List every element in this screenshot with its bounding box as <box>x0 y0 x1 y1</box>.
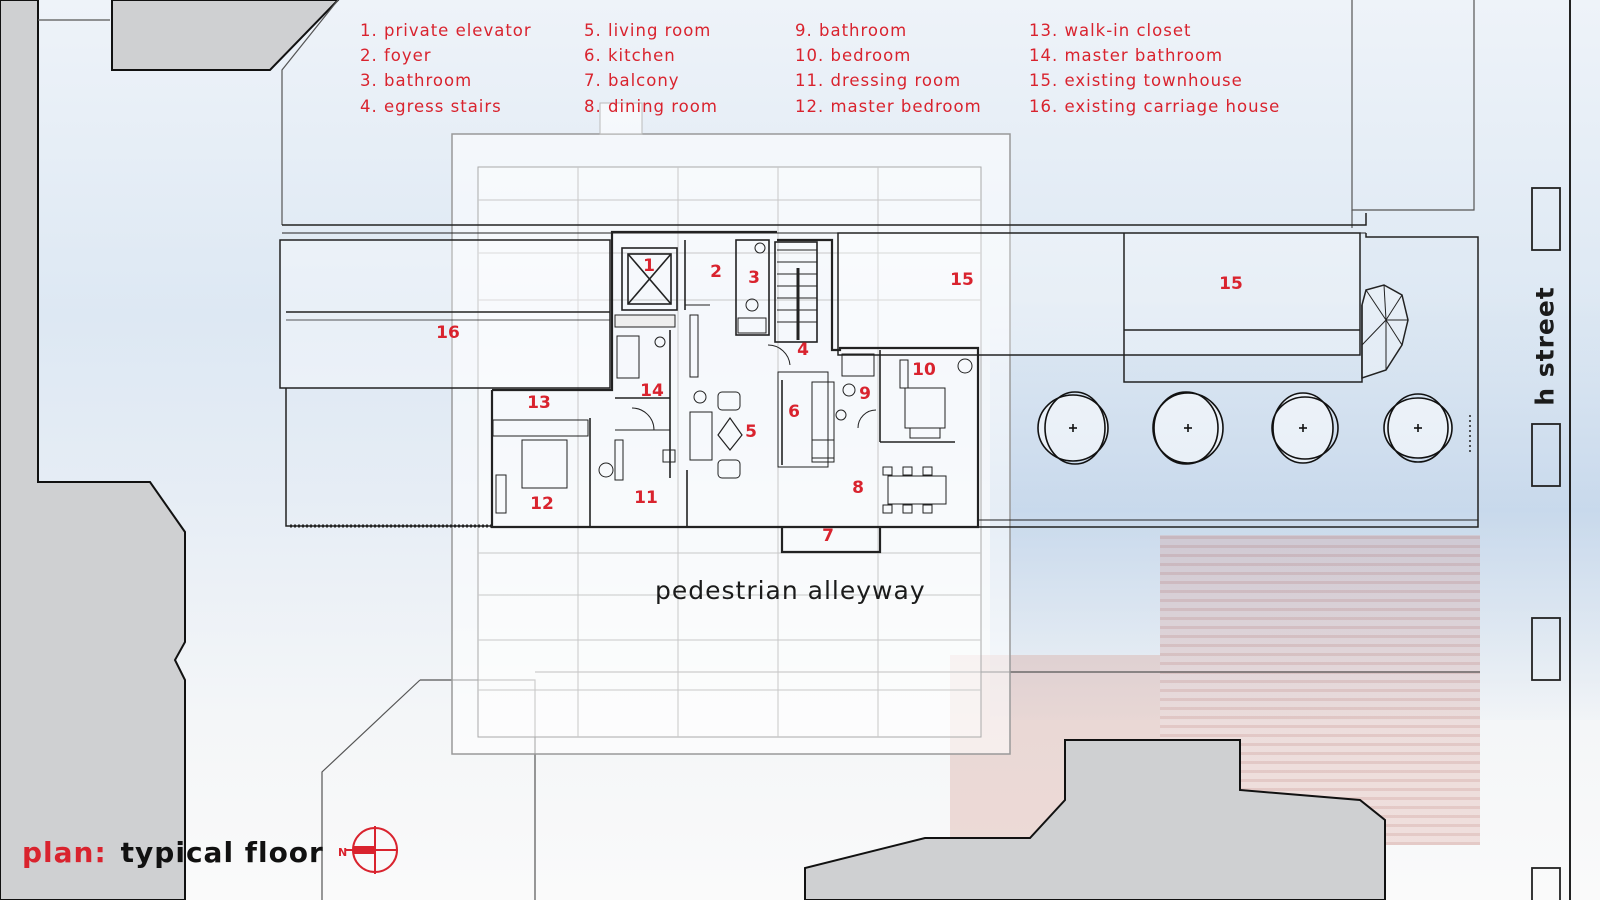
neighbor-building-left <box>0 0 186 900</box>
room-number-16: 16 <box>436 323 460 343</box>
apartment-plan <box>490 230 980 554</box>
room-number-14: 14 <box>640 381 664 401</box>
legend-column-1: 1. private elevator 2. foyer 3. bathroom… <box>360 18 532 119</box>
plan-title-value: typical floor <box>120 836 324 869</box>
legend-item: 3. bathroom <box>360 71 473 91</box>
legend-item: 15. existing townhouse <box>1029 71 1243 91</box>
plan-title-label: plan: <box>22 836 107 869</box>
legend-item: 6. kitchen <box>584 46 676 66</box>
room-number-10: 10 <box>912 360 936 380</box>
legend-item: 14. master bathroom <box>1029 46 1224 66</box>
legend-item: 16. existing carriage house <box>1029 96 1281 116</box>
svg-text:N: N <box>338 846 347 859</box>
tree-icon <box>1383 393 1453 463</box>
legend-item: 13. walk-in closet <box>1029 21 1192 40</box>
room-number-3: 3 <box>748 268 760 288</box>
legend-column-3: 9. bathroom 10. bedroom 11. dressing roo… <box>795 18 982 119</box>
legend-item: 11. dressing room <box>795 71 962 91</box>
room-number-15-townhouse: 15 <box>1219 274 1243 294</box>
room-number-7: 7 <box>822 526 834 546</box>
tower-overlay <box>451 102 1011 755</box>
legend-column-4: 13. walk-in closet 14. master bathroom 1… <box>1029 18 1280 119</box>
legend-item: 10. bedroom <box>795 46 912 66</box>
legend-item: 4. egress stairs <box>360 96 502 116</box>
room-number-11: 11 <box>634 488 658 508</box>
carriage-house <box>279 239 611 528</box>
neighbor-building-bottom <box>804 739 1386 900</box>
legend-column-2: 5. living room 6. kitchen 7. balcony 8. … <box>584 18 718 119</box>
legend-item: 8. dining room <box>584 96 718 116</box>
room-number-12: 12 <box>530 494 554 514</box>
sky-backdrop <box>990 300 1600 720</box>
tree-icon <box>1037 391 1109 465</box>
room-number-13: 13 <box>527 393 551 413</box>
north-arrow-icon: N <box>338 826 398 874</box>
neighbor-buildings <box>0 0 1386 900</box>
legend-item: 2. foyer <box>360 46 432 66</box>
room-number-8: 8 <box>852 478 864 498</box>
room-number-2: 2 <box>710 262 722 282</box>
street-label: h street <box>1530 286 1560 406</box>
legend-item: 9. bathroom <box>795 21 908 40</box>
neighbor-building-top <box>111 0 340 71</box>
room-number-5: 5 <box>745 422 757 442</box>
legend-item: 5. living room <box>584 21 712 40</box>
room-number-1: 1 <box>643 256 655 276</box>
street-markings <box>1531 187 1561 900</box>
room-number-4: 4 <box>797 340 809 360</box>
tree-icon <box>1152 391 1224 465</box>
legend-item: 1. private elevator <box>360 21 532 40</box>
room-number-6: 6 <box>788 402 800 422</box>
legend-item: 12. master bedroom <box>795 96 982 116</box>
street-trees <box>1037 391 1453 465</box>
townhouse <box>837 232 1409 383</box>
room-number-9: 9 <box>859 384 871 404</box>
tree-icon <box>1271 392 1339 464</box>
legend-item: 7. balcony <box>584 71 680 91</box>
plan-title: plan: typical floor <box>22 836 324 869</box>
alleyway-label: pedestrian alleyway <box>655 576 926 605</box>
room-number-15: 15 <box>950 270 974 290</box>
